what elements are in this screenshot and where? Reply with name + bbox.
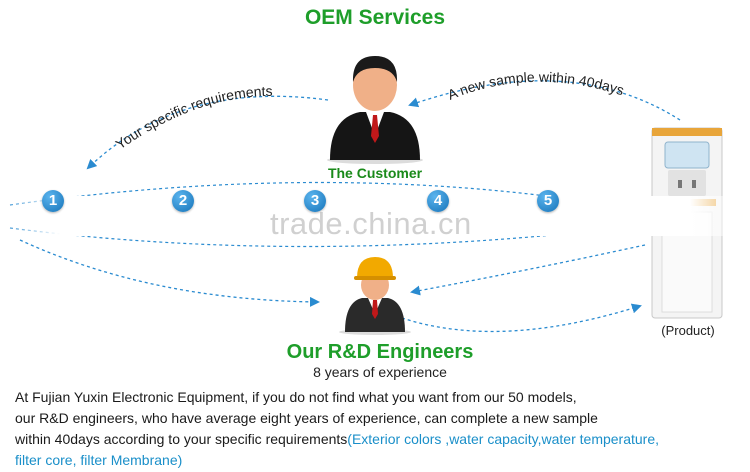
step-badge-5: 5 — [537, 190, 559, 212]
description-highlight-2: filter core, filter Membrane) — [15, 452, 183, 468]
step-badge-1: 1 — [42, 190, 64, 212]
from-product-arrow — [410, 244, 646, 296]
engineers-title: Our R&D Engineers — [286, 341, 474, 363]
engineer-avatar-icon — [339, 257, 411, 335]
to-engineers-arrow — [19, 239, 320, 307]
page-title: OEM Services — [304, 6, 446, 29]
svg-text:Your specific requirements: Your specific requirements — [113, 83, 273, 153]
step-badge-2: 2 — [172, 190, 194, 212]
step-badge-4: 4 — [427, 190, 449, 212]
flow-band — [0, 196, 750, 236]
description-line-2: our R&D engineers, who have average eigh… — [15, 410, 598, 426]
svg-text:A new sample within 40days: A new sample within 40days — [445, 69, 626, 103]
requirements-arrow — [86, 95, 329, 170]
description: At Fujian Yuxin Electronic Equipment, if… — [15, 387, 740, 471]
description-highlight-1: (Exterior colors ,water capacity,water t… — [347, 431, 660, 447]
flow-line-lower — [9, 227, 621, 248]
flow-line-upper — [9, 181, 611, 206]
to-product-arrow — [401, 303, 642, 333]
watermark: trade.china.cn — [270, 206, 472, 241]
description-line-1: At Fujian Yuxin Electronic Equipment, if… — [15, 389, 577, 405]
requirements-caption: Your specific requirements — [113, 83, 273, 153]
product-label: (Product) — [661, 323, 715, 338]
customer-label: The Customer — [327, 165, 423, 181]
description-line-3-text: within 40days according to your specific… — [15, 431, 348, 447]
engineers-subtitle: 8 years of experience — [313, 364, 447, 380]
step-badge-3: 3 — [304, 190, 326, 212]
customer-avatar-icon — [327, 56, 423, 164]
description-line-3: within 40days according to your specific… — [15, 429, 740, 450]
sample-caption: A new sample within 40days — [445, 69, 626, 103]
